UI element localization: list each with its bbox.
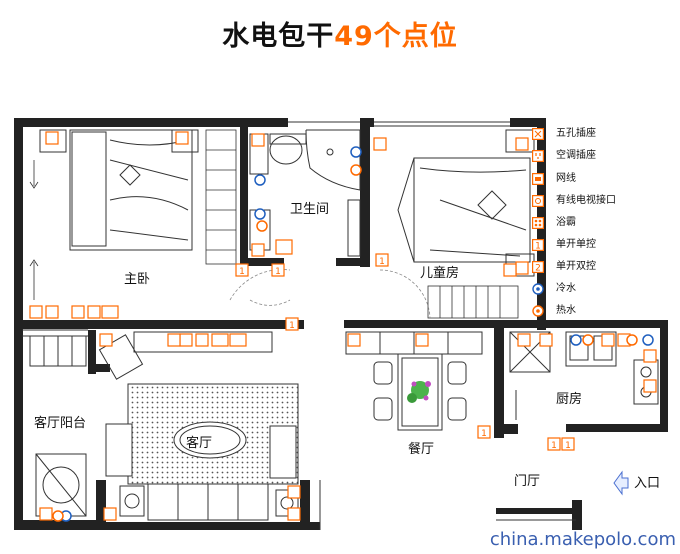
legend-label: 单开单控 [556, 239, 596, 250]
room-label-bath: 卫生间 [290, 202, 330, 217]
dining-plant [407, 381, 431, 403]
bathroom-fixtures [249, 129, 361, 257]
tv-sockets [101, 305, 247, 347]
legend-label: 有线电视接口 [556, 195, 616, 206]
master-bed [39, 129, 199, 251]
living-room-furniture [98, 331, 299, 521]
legend-label: 五孔插座 [556, 128, 596, 139]
switch-label: 1 [239, 267, 245, 277]
legend-label: 浴霸 [556, 217, 576, 228]
kids-desk [427, 285, 519, 319]
switch-label: 1 [551, 441, 557, 451]
bath-heater-icon [532, 217, 544, 229]
room-label-kitchen: 厨房 [556, 392, 583, 407]
room-label-foyer: 门厅 [514, 474, 541, 489]
title-prefix: 水电包干 [222, 21, 335, 52]
legend-label: 空调插座 [556, 150, 596, 161]
single-switch-glyph: 1 [535, 242, 541, 252]
kitchen-fixtures [509, 331, 659, 420]
room-label-living: 客厅 [186, 436, 213, 451]
legend-label: 网线 [556, 173, 576, 184]
switch-label: 1 [565, 441, 571, 451]
switch-markers [235, 253, 575, 451]
entrance-arrow-icon [613, 470, 629, 496]
room-label-kids: 儿童房 [420, 266, 460, 281]
tv-port-icon [532, 195, 544, 207]
title-highlight: 49个点位 [334, 21, 458, 52]
double-switch-glyph: 2 [535, 264, 541, 274]
ac-sockets [71, 263, 517, 347]
switch-label: 1 [379, 257, 385, 267]
switch-label: 1 [289, 321, 295, 331]
balcony-fixtures [29, 335, 87, 517]
ac-socket-icon [532, 150, 544, 162]
room-label-balcony: 客厅阳台 [34, 416, 87, 431]
single-switch-icon: 1 [532, 239, 544, 251]
cold-water-icon [532, 283, 544, 295]
watermark: china.makepolo.com [489, 529, 676, 550]
wardrobe [205, 129, 237, 265]
hot-water-icon [532, 305, 544, 317]
cold-water-points [60, 146, 654, 522]
switch-labels: 1 1 1 1 1 1 1 [239, 257, 571, 451]
kids-bed [397, 129, 535, 277]
room-label-entrance: 入口 [634, 476, 661, 491]
page-title: 水电包干49个点位 [0, 14, 680, 53]
legend-label: 冷水 [556, 283, 576, 294]
legend-label: 热水 [556, 305, 576, 316]
bath-heater [275, 239, 293, 255]
legend-label: 单开双控 [556, 261, 596, 272]
network-sockets [87, 305, 209, 347]
dining-furniture [345, 331, 483, 431]
walls [14, 118, 668, 530]
room-label-master: 主卧 [124, 272, 151, 287]
switch-label: 1 [275, 267, 281, 277]
double-switch-icon: 2 [532, 261, 544, 273]
room-label-dining: 餐厅 [408, 442, 435, 457]
five-hole-socket-icon [532, 128, 544, 140]
network-icon [532, 173, 544, 185]
hot-water-points [52, 164, 638, 522]
switch-label: 1 [481, 429, 487, 439]
